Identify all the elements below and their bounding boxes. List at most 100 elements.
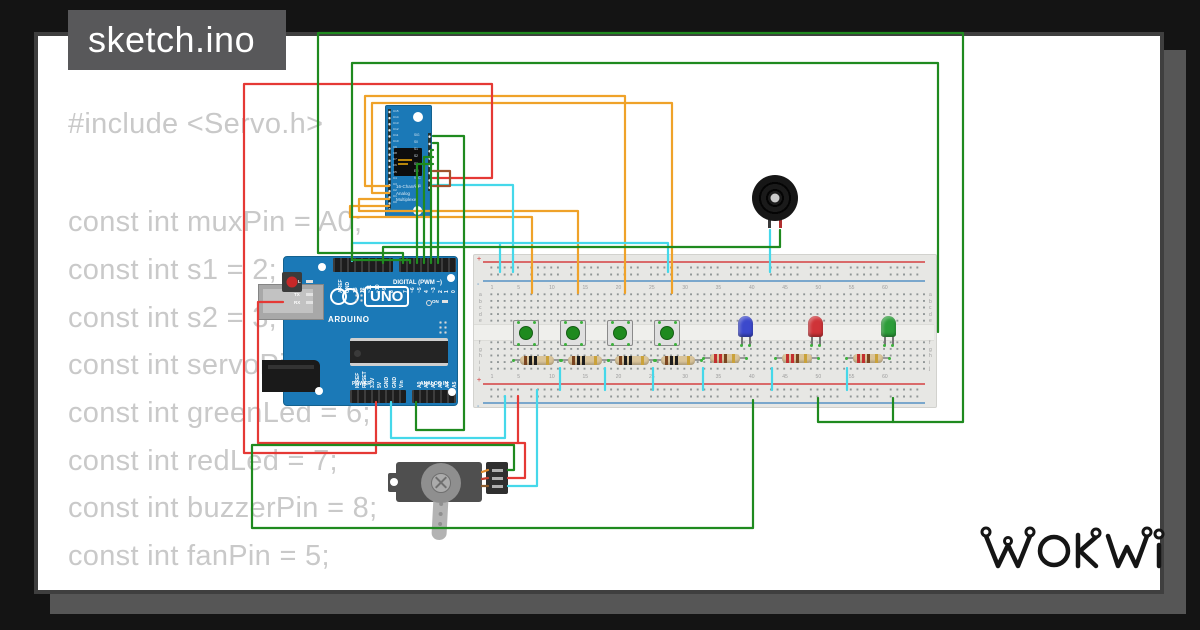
pin-label-0: 0 [451,290,458,293]
code-line: const int buzzerPin = 8; [68,492,378,524]
mux-pin-C8: C8 [393,151,397,156]
top-rail-blue-line [483,280,925,282]
bb-letter: g [479,346,482,353]
bb-letter: i [479,359,481,366]
arduino-label: ARDUINO [328,315,370,324]
pin-label-2: 2 [437,290,444,293]
pushbutton[interactable] [560,320,586,346]
bb-number-top: 10 [549,285,555,291]
resistor-pin [560,358,563,362]
bb-letter: f [929,340,931,346]
pin-label-~11: ~11 [367,284,374,293]
rail-mark: + [477,256,482,263]
bb-number-top: 40 [748,285,755,291]
red-led[interactable] [807,316,823,337]
bb-letter: e [479,318,482,325]
buzzer[interactable] [752,175,798,221]
bb-number-top: 45 [782,285,788,291]
resistor-band [665,355,668,365]
resistor-band [577,355,580,365]
bb-number-top: 60 [882,285,888,291]
button-lead [532,321,536,324]
mux-hole-top [413,112,423,122]
resistor-band [862,353,865,363]
pin-label-~10: ~10 [374,284,381,293]
uno-hole-3 [315,387,323,395]
resistor-band [857,353,860,363]
resistor-pin [702,356,705,360]
button-cap [519,326,533,340]
button-cap [613,326,627,340]
bb-number-bottom: 10 [549,374,555,380]
resistor-band [786,353,789,363]
resistor[interactable] [520,355,554,365]
pushbutton[interactable] [607,320,633,346]
button-lead [673,343,677,346]
button-lead [579,321,583,324]
bottom-rail-red-line [483,383,925,385]
resistor[interactable] [853,353,883,363]
code-line: const int s2 = 3; [68,302,278,334]
bb-number-bottom: 40 [748,374,755,380]
bb-letter: j [929,366,931,373]
resistor-band [534,355,537,365]
pushbutton[interactable] [654,320,680,346]
tx-led [306,293,313,296]
l-led [306,280,313,283]
led-lead [890,344,894,347]
rail-mark: + [477,377,482,384]
bb-letter: b [929,298,932,305]
bb-number-top: 5 [517,285,521,291]
code-line: const int s1 = 2; [68,254,278,286]
resistor-band [796,353,799,363]
tx-label: TX [294,292,300,297]
blue-led[interactable] [737,316,753,337]
uno-hole-1 [318,263,326,271]
resistor[interactable] [782,353,812,363]
mux-pin-SIG: SIG [414,132,420,137]
bb-number-bottom: 55 [848,374,855,380]
l-label: L [298,279,301,284]
resistor-band [875,353,878,363]
resistor-pin [817,356,820,360]
resistor[interactable] [661,355,695,365]
pin-label-A1: A1 [424,381,430,388]
resistor-band [524,355,527,365]
button-lead [610,343,614,346]
resistor[interactable] [568,355,602,365]
mux-pin-EN: EN [414,169,419,173]
mux-title-line: Analog [396,190,411,196]
bb-letter: a [479,292,482,298]
bb-number-bottom: 45 [782,374,788,380]
mux-pin-C6: C6 [393,163,397,168]
code-line: #include <Servo.h> [68,108,324,140]
mux-pin-S1: S1 [414,147,418,152]
mux-pin-C12: C12 [393,126,399,131]
code-line: const int muxPin = A0; [68,206,363,238]
pushbutton[interactable] [513,320,539,346]
uno-hole-4 [448,388,456,396]
resistor-band [641,355,644,365]
mux-hole-bottom [413,206,422,215]
bb-number-bottom: 5 [517,374,521,380]
mux-pin-C14: C14 [393,114,399,119]
mux-pin-S0: S0 [414,139,418,144]
green-led[interactable] [880,316,896,337]
resistor[interactable] [615,355,649,365]
pin-label-8: 8 [389,290,396,293]
bb-number-top: 55 [848,285,855,291]
resistor[interactable] [710,353,740,363]
bb-number-top: 1 [490,285,494,291]
bb-letter: b [479,298,482,305]
bb-number-bottom: 35 [715,374,722,380]
mux-right-pads [428,133,431,191]
mux-left-pads [388,109,391,209]
uno-hole-2 [447,274,455,282]
mux-pin-C4: C4 [393,175,397,180]
bb-number-bottom: 25 [649,374,655,380]
resistor-pin [774,356,777,360]
button-lead [563,343,567,346]
resistor-band [791,353,794,363]
bb-number-top: 15 [582,285,589,291]
